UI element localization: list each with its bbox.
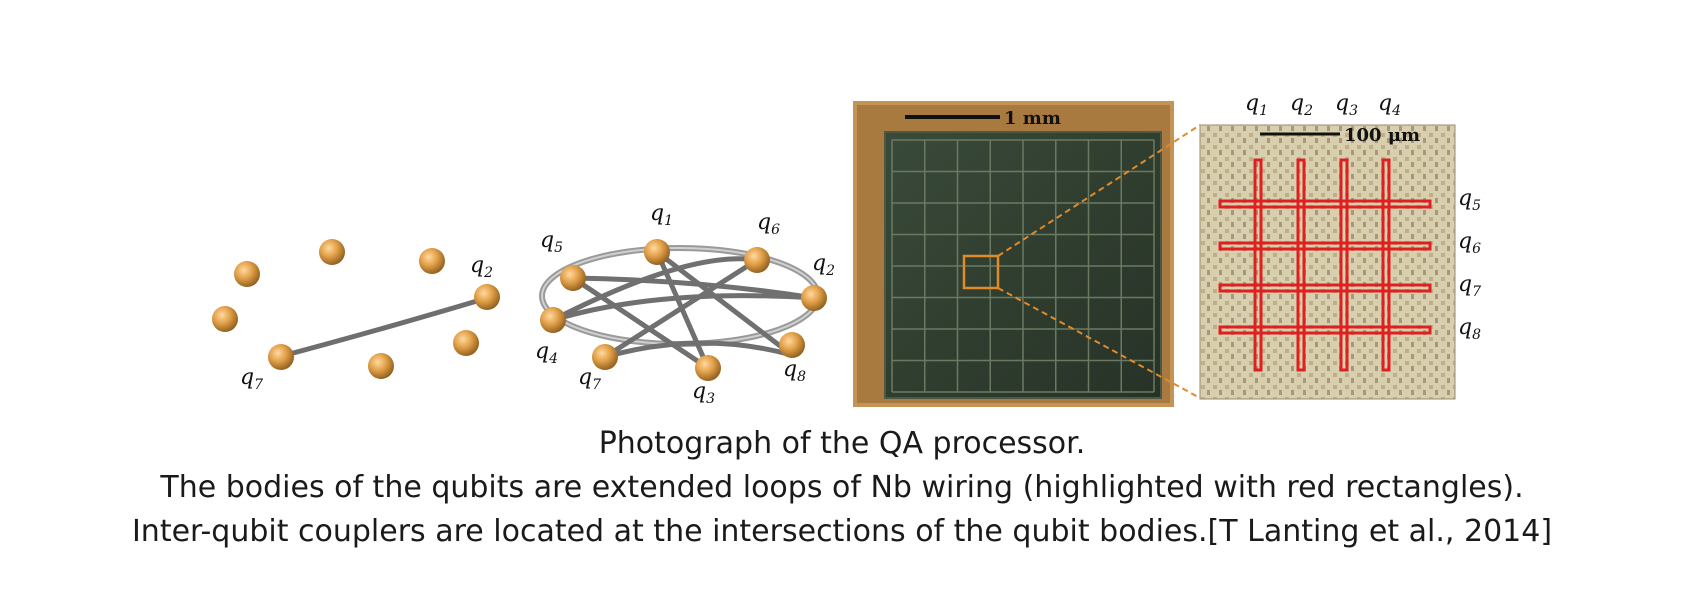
qubit-label-q5: q5 <box>1458 186 1481 214</box>
qubit-label-q2: q2 <box>1290 91 1313 119</box>
qubit-label-q7: q7 <box>1458 272 1481 300</box>
panel-coupler-graph: q5 q1 q6 q2 q4 q7 q3 q8 <box>535 201 835 407</box>
qubit-label-q8: q8 <box>783 357 806 385</box>
qubit-node-q5 <box>560 265 586 291</box>
zoom-scale-label: 100 μm <box>1344 125 1420 146</box>
qubit-label-q3: q3 <box>1335 91 1358 119</box>
qubit-label-q7: q7 <box>578 365 601 393</box>
qubit-node-q4 <box>540 307 566 333</box>
qubit-label-q3: q3 <box>692 379 715 407</box>
qubit-label-q6: q6 <box>1458 229 1481 257</box>
qubit-node <box>419 248 445 274</box>
qubit-node-q7 <box>592 344 618 370</box>
panel-unit-cell-zoom: 100 μm q1 q2 q3 q4 q5 q6 q7 q8 <box>1200 91 1481 399</box>
qubit-node-q8 <box>779 332 805 358</box>
qubit-node-q1 <box>644 239 670 265</box>
chip-scale-label: 1 mm <box>1004 108 1061 129</box>
caption-citation: Inter-qubit couplers are located at the … <box>0 510 1684 554</box>
caption-description: The bodies of the qubits are extended lo… <box>0 466 1684 510</box>
qubit-node <box>268 344 294 370</box>
qubit-label-q4: q4 <box>1378 91 1401 119</box>
qubit-node <box>212 306 238 332</box>
qubit-label-q7: q7 <box>240 365 263 393</box>
qubit-node <box>234 261 260 287</box>
qubit-label-q2: q2 <box>812 251 835 279</box>
qubit-label-q2: q2 <box>470 253 493 281</box>
caption-title: Photograph of the QA processor. <box>0 422 1684 466</box>
qubit-label-q1: q1 <box>1245 91 1268 119</box>
qubit-node <box>474 284 500 310</box>
qubit-label-q5: q5 <box>540 228 563 256</box>
qubit-node <box>368 353 394 379</box>
qubit-node-q2 <box>801 285 827 311</box>
qubit-node <box>453 330 479 356</box>
zoom-photo <box>1200 125 1455 399</box>
qubit-label-q4: q4 <box>535 339 558 367</box>
panel-qubit-ring: q2 q7 <box>212 239 500 393</box>
panel-chip-photo: 1 mm <box>853 101 1200 407</box>
qubit-label-q6: q6 <box>757 210 780 238</box>
qubit-node-q6 <box>744 247 770 273</box>
qubit-label-q8: q8 <box>1458 315 1481 343</box>
qubit-node-q3 <box>695 355 721 381</box>
qubit-node <box>319 239 345 265</box>
qubit-label-q1: q1 <box>650 201 673 229</box>
